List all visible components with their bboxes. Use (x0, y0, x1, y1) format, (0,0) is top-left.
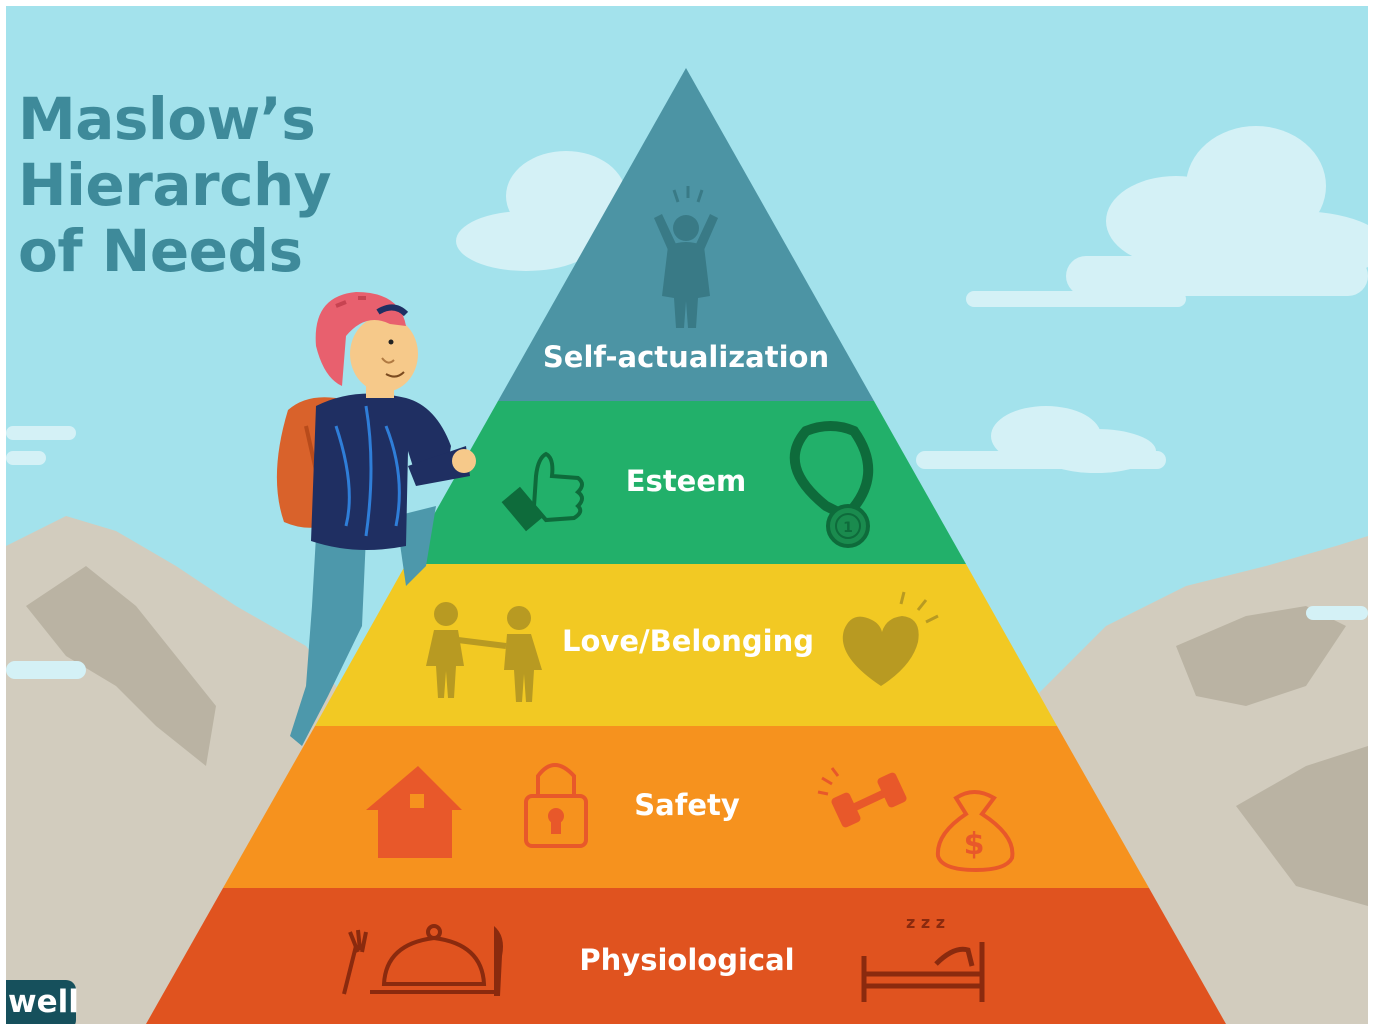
cloud-small-left (6, 426, 76, 465)
face (350, 316, 418, 392)
food-cloche-icon (370, 924, 498, 994)
money-bag-icon: $ (935, 790, 1015, 873)
leg (290, 536, 366, 746)
fork-icon (342, 929, 368, 995)
tier-label-physiological: Physiological (579, 943, 795, 977)
tier-label-safety: Safety (634, 788, 740, 822)
cloud-right (966, 126, 1368, 307)
tier-esteem-band (406, 401, 966, 564)
cloud-mid-right (916, 406, 1166, 473)
tier-safety-band (223, 726, 1149, 888)
page-title: Maslow’s Hierarchy of Needs (18, 85, 332, 285)
knife-icon (494, 926, 503, 996)
brand-logo: well (6, 980, 79, 1024)
title-line-1: Maslow’s (18, 85, 316, 153)
dumbbell-icon (817, 767, 907, 828)
title-line-3: of Needs (18, 217, 303, 285)
infographic: 1 (6, 6, 1368, 1024)
person-cheering-icon (654, 186, 718, 328)
medal-icon: 1 (789, 421, 874, 548)
house-icon (366, 766, 462, 858)
tier-label-esteem: Esteem (625, 464, 747, 498)
jacket (311, 393, 451, 550)
climber (276, 292, 476, 746)
padlock-icon (524, 763, 588, 848)
svg-text:1: 1 (843, 520, 853, 536)
two-people-holding-hands-icon (426, 602, 542, 702)
tier-label-self-actualization: Self-actualization (542, 340, 830, 374)
bed-icon: z z z (861, 913, 985, 1002)
helmet (315, 292, 406, 386)
tier-label-love-belonging: Love/Belonging (562, 624, 814, 658)
thumbs-up-icon (501, 451, 584, 532)
title-line-2: Hierarchy (18, 151, 332, 219)
cloud-left (456, 151, 626, 271)
svg-text:$: $ (964, 827, 985, 862)
tier-love-band (315, 564, 1057, 726)
svg-text:z z z: z z z (906, 913, 945, 932)
heart-icon (842, 591, 939, 686)
brand-logo-text: well (8, 984, 79, 1020)
illustration: 1 (6, 68, 1368, 1024)
